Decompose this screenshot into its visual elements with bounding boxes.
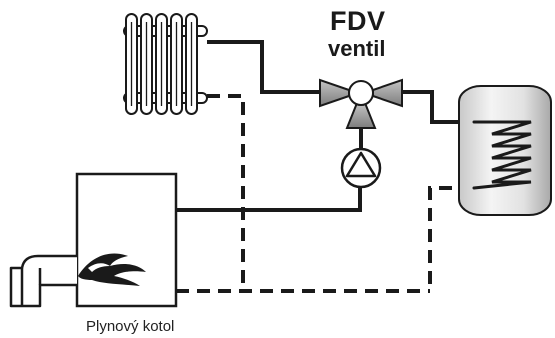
valve-title: FDV (330, 6, 386, 36)
hot-water-tank-icon (458, 85, 552, 216)
boiler-label: Plynový kotol (86, 318, 175, 335)
gas-boiler-icon (75, 172, 178, 308)
radiator-icon (123, 13, 208, 115)
tank-return-pipe (428, 186, 473, 291)
return-pipes (176, 94, 473, 293)
three-way-valve-icon (319, 78, 403, 148)
flue-pipe-icon (9, 254, 77, 308)
tank-supply-pipe (398, 90, 473, 124)
flame-icon (78, 253, 146, 286)
circulation-pump-icon (340, 147, 382, 189)
supply-pipes (176, 40, 473, 212)
boiler-supply-pipe (176, 188, 362, 212)
radiator-return-pipe (207, 94, 245, 291)
valve-subtitle: ventil (328, 36, 386, 61)
radiator-supply-pipe (207, 40, 326, 94)
